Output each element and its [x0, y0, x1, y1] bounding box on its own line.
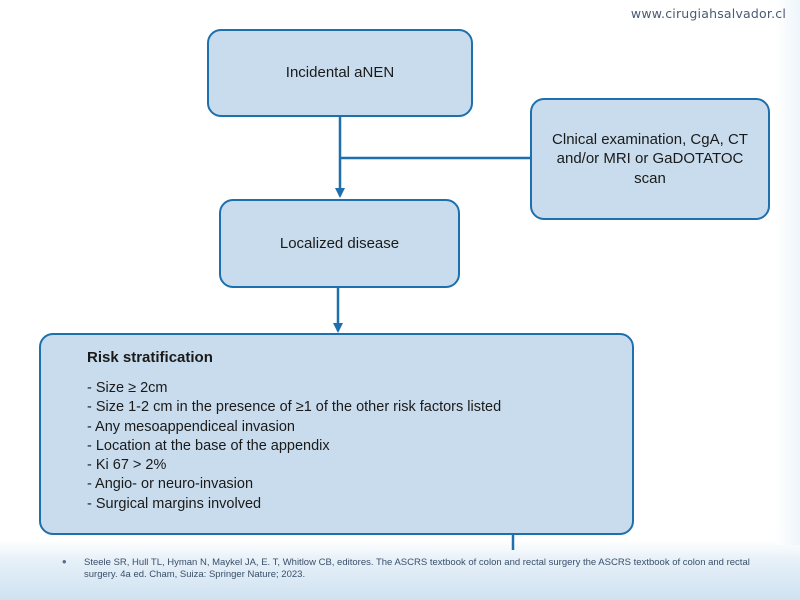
risk-factor-item: - Any mesoappendiceal invasion — [87, 418, 295, 435]
risk-factor-item: - Location at the base of the appendix — [87, 437, 330, 454]
watermark-url: www.cirugiahsalvador.cl — [630, 6, 786, 21]
localized-disease-label: Localized disease — [279, 234, 400, 252]
risk-factor-item: - Size ≥ 2cm — [87, 380, 168, 396]
footer-background — [0, 540, 800, 600]
slide-edge-strip — [776, 0, 800, 545]
clinical-workup-box: Clnical examination, CgA, CT and/or MRI … — [530, 98, 770, 220]
risk-factor-item: - Angio- or neuro-invasion — [87, 476, 254, 493]
incidental-anen-box: Incidental aNEN — [207, 29, 473, 117]
citation-bullet: • — [62, 554, 67, 569]
risk-factor-list: - Size ≥ 2cm - Size 1-2 cm in the presen… — [87, 379, 632, 514]
localized-disease-box: Localized disease — [219, 199, 460, 288]
risk-factor-item: - Size 1-2 cm in the presence of ≥1 of t… — [87, 399, 502, 416]
clinical-workup-label: Clnical examination, CgA, CT and/or MRI … — [552, 130, 748, 187]
risk-factor-item: - Ki 67 > 2% — [87, 457, 167, 474]
citation-text: Steele SR, Hull TL, Hyman N, Maykel JA, … — [84, 557, 750, 580]
incidental-anen-label: Incidental aNEN — [285, 64, 395, 82]
risk-stratification-title: Risk stratification — [87, 349, 213, 366]
risk-stratification-box: Risk stratification - Size ≥ 2cm - Size … — [39, 333, 634, 535]
risk-factor-item: - Surgical margins involved — [87, 495, 262, 512]
